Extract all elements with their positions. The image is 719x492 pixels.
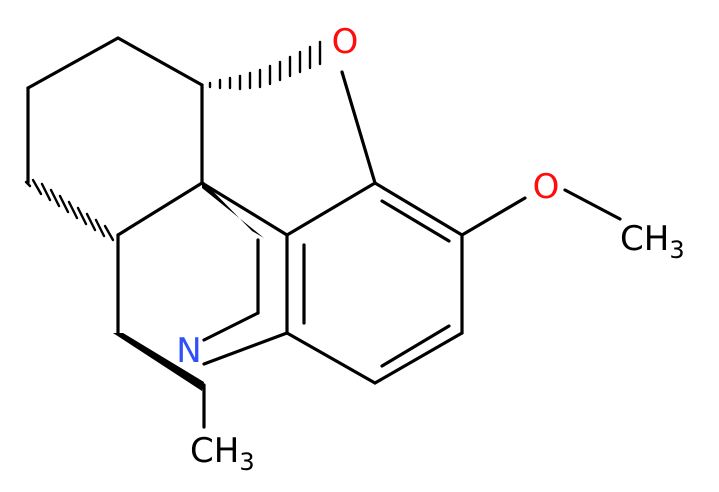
bond <box>285 181 377 237</box>
bond <box>26 36 120 90</box>
methyl-subscript: 3 <box>669 236 684 264</box>
nitrogen-label: N <box>176 331 201 371</box>
bond <box>202 331 289 366</box>
bond <box>373 331 464 385</box>
atom-labels: O O N CH3 CH3 <box>176 22 684 476</box>
wedge-bond <box>113 333 204 391</box>
methyl-subscript: 3 <box>239 448 254 476</box>
n-methyl-label: CH3 <box>190 431 255 476</box>
bond <box>116 36 204 87</box>
ring-oxygen-label: O <box>332 22 359 62</box>
bond <box>460 196 527 237</box>
methoxy-methyl-label: CH3 <box>620 219 685 264</box>
bond <box>200 181 289 237</box>
bond <box>340 70 377 185</box>
methoxy-oxygen-label: O <box>533 167 560 207</box>
double-bond-inner <box>380 199 451 243</box>
single-bonds <box>26 36 622 429</box>
methyl-main-text: CH <box>190 431 239 471</box>
bond <box>563 188 622 221</box>
hashed-bonds <box>24 40 322 242</box>
bond <box>373 181 464 237</box>
methyl-main-text: CH <box>620 219 669 259</box>
aromatic-ring <box>285 181 464 385</box>
bond <box>285 331 377 385</box>
wedge-bonds <box>113 180 264 391</box>
double-bond-inner <box>380 324 451 368</box>
bond <box>202 311 260 342</box>
hash-bond-ring-junction <box>24 178 115 242</box>
hash-bond-to-oxygen <box>208 40 322 91</box>
bond <box>116 181 204 237</box>
